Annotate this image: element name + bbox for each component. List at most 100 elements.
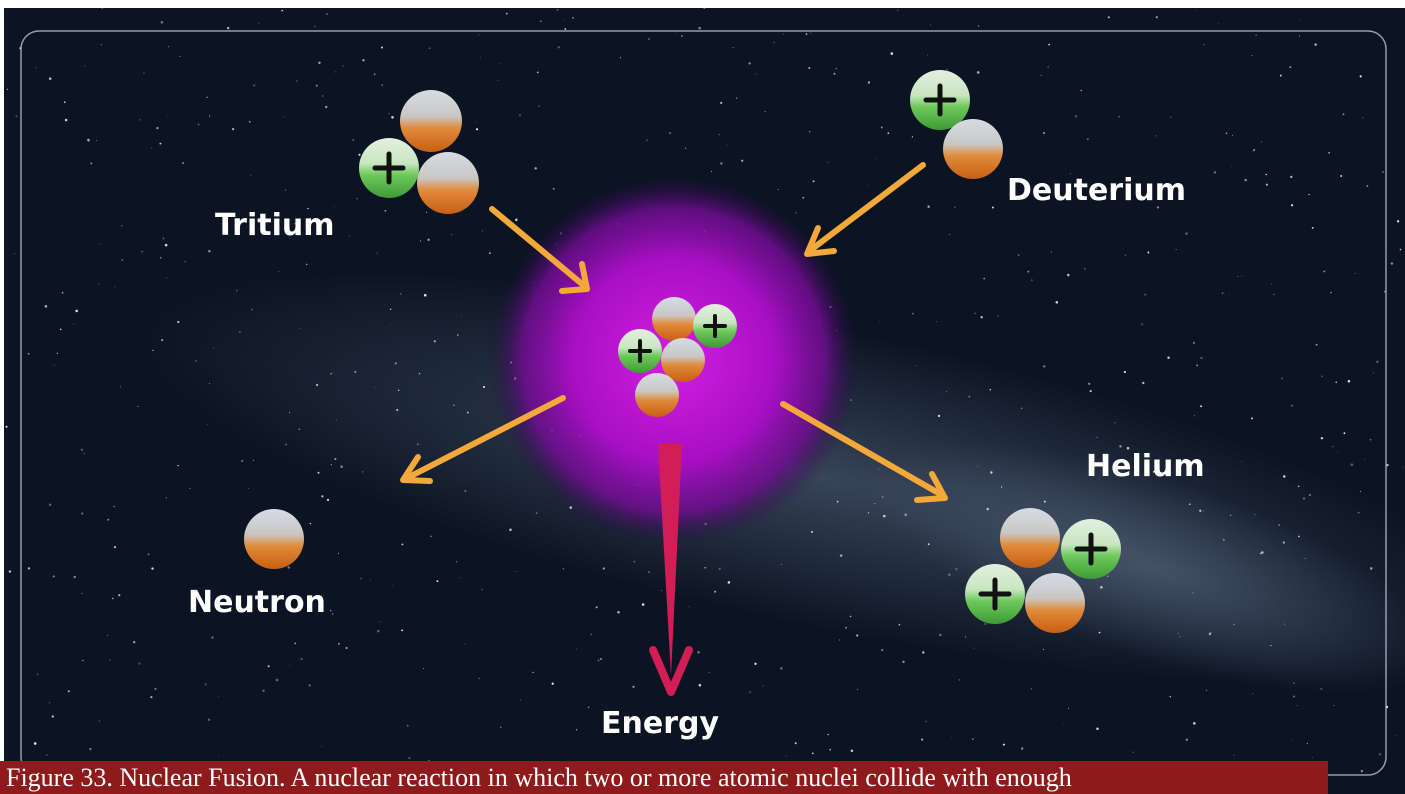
star xyxy=(720,162,723,165)
star xyxy=(152,349,154,351)
star xyxy=(56,352,58,354)
star xyxy=(195,359,198,362)
fusion-cluster xyxy=(618,297,737,417)
star xyxy=(213,347,215,349)
star xyxy=(119,386,122,388)
star xyxy=(825,139,827,141)
star xyxy=(927,205,930,208)
star xyxy=(113,505,115,508)
star xyxy=(64,118,68,122)
star xyxy=(1185,232,1188,235)
star xyxy=(138,118,141,121)
proton-particle xyxy=(618,329,662,373)
star xyxy=(1350,463,1354,466)
star xyxy=(164,243,168,247)
star xyxy=(1084,267,1086,270)
star xyxy=(206,96,208,98)
star xyxy=(509,528,512,531)
star xyxy=(1241,275,1243,277)
star xyxy=(1340,175,1343,177)
label-helium: Helium xyxy=(1086,449,1205,484)
star xyxy=(177,320,180,324)
star xyxy=(84,65,86,67)
star xyxy=(955,568,958,571)
star xyxy=(1185,738,1189,742)
star xyxy=(426,679,427,681)
star xyxy=(1326,392,1328,393)
star xyxy=(809,32,812,35)
star xyxy=(281,9,284,12)
star xyxy=(427,238,430,241)
star xyxy=(379,620,381,623)
star xyxy=(887,132,890,135)
star xyxy=(1225,132,1228,134)
star xyxy=(515,571,517,573)
star xyxy=(63,101,66,104)
star xyxy=(589,35,591,36)
star xyxy=(965,636,966,638)
star xyxy=(466,411,469,414)
star xyxy=(735,97,738,99)
star xyxy=(912,312,914,315)
star xyxy=(87,138,90,142)
star xyxy=(1320,687,1323,690)
star xyxy=(1364,459,1366,460)
star xyxy=(856,634,859,637)
star xyxy=(394,362,397,365)
star xyxy=(879,321,880,323)
star xyxy=(81,512,84,515)
stars xyxy=(5,8,1405,794)
star xyxy=(435,24,436,25)
star xyxy=(1261,551,1264,554)
star xyxy=(1251,55,1253,57)
star xyxy=(1298,19,1300,20)
star xyxy=(1298,35,1301,37)
star xyxy=(974,312,976,315)
star xyxy=(1123,370,1126,374)
star xyxy=(1396,220,1400,223)
star xyxy=(1332,445,1334,447)
star xyxy=(1209,632,1212,634)
neutron-output xyxy=(244,509,304,569)
star xyxy=(1175,248,1177,250)
star xyxy=(1150,220,1152,221)
star xyxy=(1088,382,1091,385)
star xyxy=(1244,178,1247,182)
star xyxy=(867,81,871,84)
star xyxy=(52,575,55,578)
star xyxy=(331,613,334,615)
label-energy: Energy xyxy=(601,706,719,741)
star xyxy=(430,535,432,538)
star xyxy=(1154,465,1157,469)
star xyxy=(777,189,779,191)
star xyxy=(703,8,706,10)
star xyxy=(98,283,100,285)
star xyxy=(484,463,485,465)
star xyxy=(106,634,109,637)
star xyxy=(397,389,400,392)
star xyxy=(330,373,332,375)
star xyxy=(1229,294,1231,295)
star xyxy=(890,52,894,55)
star xyxy=(1169,116,1172,118)
star xyxy=(305,263,308,266)
star xyxy=(1265,173,1267,176)
star xyxy=(881,649,884,652)
star xyxy=(99,243,101,245)
star xyxy=(1395,734,1396,736)
star xyxy=(1291,739,1292,741)
neutron-particle xyxy=(1025,573,1085,633)
star xyxy=(233,412,234,414)
star xyxy=(830,519,831,521)
star xyxy=(556,8,559,11)
star xyxy=(937,414,941,418)
star xyxy=(151,567,154,570)
star xyxy=(330,464,332,466)
star xyxy=(977,25,980,27)
star xyxy=(1169,696,1171,698)
star xyxy=(741,159,744,162)
star xyxy=(642,670,644,672)
star xyxy=(226,26,230,30)
star xyxy=(1328,152,1330,154)
star xyxy=(333,206,335,208)
